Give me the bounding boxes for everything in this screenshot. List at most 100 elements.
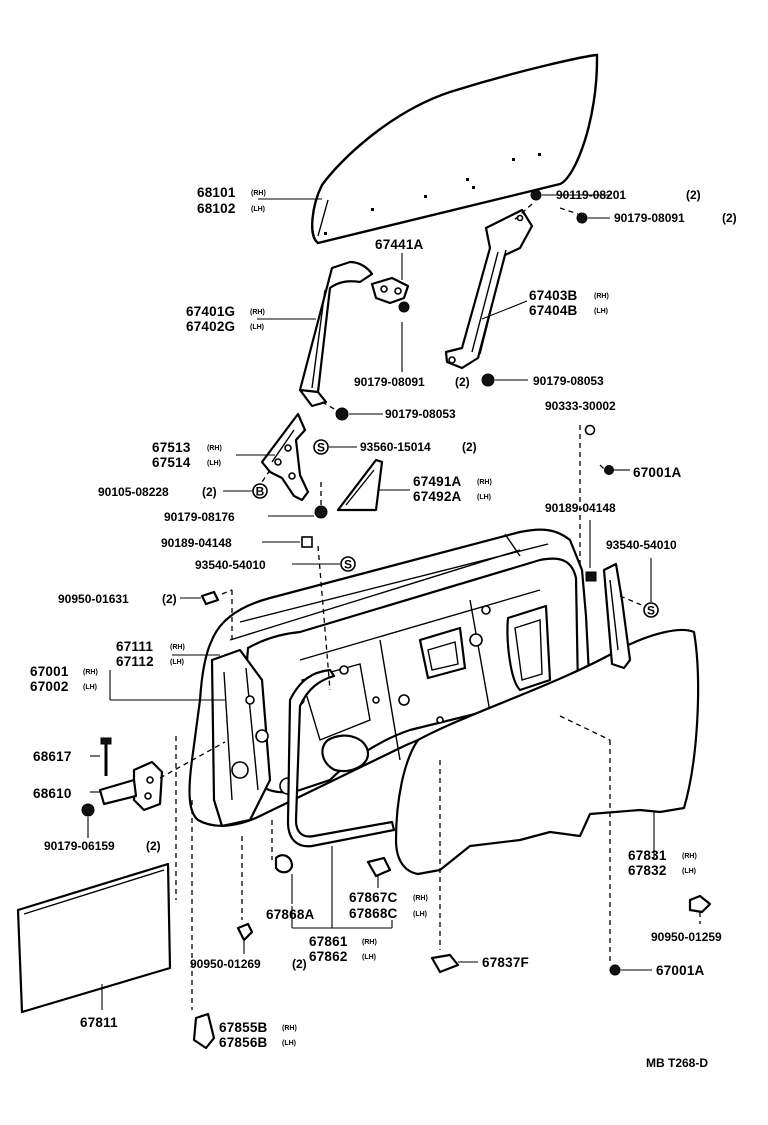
- suffix-lh: (LH): [594, 308, 608, 315]
- suffix-rh: (RH): [83, 669, 98, 676]
- door-glass: [311, 53, 599, 245]
- label-93540-54010-a: 93540-54010: [606, 538, 677, 552]
- b-marker-text: B: [256, 485, 265, 499]
- label-67868a: 67868A: [266, 907, 315, 922]
- label-67862: 67862: [309, 949, 348, 964]
- label-90119-08201: 90119-08201: [556, 188, 626, 202]
- suffix-rh: (RH): [250, 309, 265, 316]
- qty-90179-08091-a: (2): [722, 211, 737, 225]
- door-hinge: [98, 737, 164, 812]
- label-67856b: 67856B: [219, 1035, 268, 1050]
- label-67404b: 67404B: [529, 303, 578, 318]
- qty-90119-08201: (2): [686, 188, 701, 202]
- label-67441a: 67441A: [375, 237, 424, 252]
- s-marker-icon: [643, 602, 659, 618]
- suffix-lh: (LH): [250, 324, 264, 331]
- corner-cover: [336, 458, 384, 512]
- nut-icon: [585, 571, 597, 582]
- label-90179-06159: 90179-06159: [44, 839, 115, 853]
- label-67001a-top: 67001A: [633, 465, 682, 480]
- s-marker-icon: [313, 439, 329, 455]
- label-90950-01269: 90950-01269: [190, 957, 261, 971]
- suffix-lh: (LH): [362, 954, 376, 961]
- plug-icon: [584, 424, 596, 436]
- label-90950-01631: 90950-01631: [58, 592, 129, 606]
- clip-67868a: [274, 854, 294, 874]
- suffix-rh: (RH): [251, 190, 266, 197]
- label-67402g: 67402G: [186, 319, 235, 334]
- front-run-channel: [298, 260, 374, 408]
- b-marker-icon: [252, 483, 268, 499]
- clip-icon: [609, 964, 621, 976]
- label-67401g: 67401G: [186, 304, 235, 319]
- label-90179-08091-b: 90179-08091: [354, 375, 425, 389]
- label-67868c: 67868C: [349, 906, 398, 921]
- label-67492a: 67492A: [413, 489, 462, 504]
- nut-icon: [335, 407, 349, 421]
- suffix-lh: (LH): [413, 911, 427, 918]
- qty-90950-01269: (2): [292, 957, 307, 971]
- label-68617: 68617: [33, 749, 72, 764]
- suffix-rh: (RH): [362, 939, 377, 946]
- label-90105-08228: 90105-08228: [98, 485, 169, 499]
- nut-icon: [481, 373, 495, 387]
- suffix-rh: (RH): [413, 895, 428, 902]
- s-marker-text: S: [317, 441, 325, 455]
- qty-93560-15014: (2): [462, 440, 477, 454]
- label-67002: 67002: [30, 679, 69, 694]
- clip-67837f: [430, 953, 460, 974]
- label-93540-54010-b: 93540-54010: [195, 558, 266, 572]
- suffix-rh: (RH): [477, 479, 492, 486]
- qty-90105-08228: (2): [202, 485, 217, 499]
- label-67001a-bottom: 67001A: [656, 963, 705, 978]
- suffix-rh: (RH): [282, 1025, 297, 1032]
- channel-bracket: [370, 276, 410, 305]
- s-marker-text: S: [647, 604, 655, 618]
- label-90189-04148-b: 90189-04148: [161, 536, 232, 550]
- label-90333-30002: 90333-30002: [545, 399, 616, 413]
- label-67855b: 67855B: [219, 1020, 268, 1035]
- nut-icon: [398, 301, 410, 313]
- clip-icon: [236, 922, 254, 942]
- label-67867c: 67867C: [349, 890, 398, 905]
- label-67514: 67514: [152, 455, 191, 470]
- suffix-rh: (RH): [170, 644, 185, 651]
- suffix-rh: (RH): [207, 445, 222, 452]
- label-67832: 67832: [628, 863, 667, 878]
- label-67491a: 67491A: [413, 474, 462, 489]
- clip-67867c: [366, 856, 392, 878]
- suffix-lh: (LH): [477, 494, 491, 501]
- s-marker-text: S: [344, 558, 352, 572]
- label-90179-08176: 90179-08176: [164, 510, 235, 524]
- label-68610: 68610: [33, 786, 72, 801]
- door-insulator-sheet: [16, 862, 172, 1014]
- service-hole-cover: [394, 628, 700, 876]
- nut-icon: [301, 536, 313, 548]
- suffix-lh: (LH): [251, 206, 265, 213]
- label-68101: 68101: [197, 185, 236, 200]
- clip-icon: [604, 465, 614, 475]
- label-67403b: 67403B: [529, 288, 578, 303]
- qty-90950-01631: (2): [162, 592, 177, 606]
- suffix-lh: (LH): [207, 460, 221, 467]
- nut-icon: [81, 803, 95, 817]
- label-90179-08091-a: 90179-08091: [614, 211, 685, 225]
- mirror-bracket: [260, 412, 310, 502]
- suffix-rh: (RH): [682, 853, 697, 860]
- nut-icon: [576, 212, 588, 224]
- s-marker-icon: [340, 556, 356, 572]
- label-90950-01259: 90950-01259: [651, 930, 722, 944]
- suffix-rh: (RH): [594, 293, 609, 300]
- label-67837f: 67837F: [482, 955, 529, 970]
- qty-90179-06159: (2): [146, 839, 161, 853]
- suffix-lh: (LH): [282, 1040, 296, 1047]
- suffix-lh: (LH): [682, 868, 696, 875]
- label-67111: 67111: [116, 639, 153, 654]
- label-90179-08053-a: 90179-08053: [533, 374, 604, 388]
- rear-run-channel: [444, 208, 534, 370]
- suffix-lh: (LH): [170, 659, 184, 666]
- bolt-icon: [530, 189, 542, 201]
- label-67811: 67811: [80, 1015, 118, 1030]
